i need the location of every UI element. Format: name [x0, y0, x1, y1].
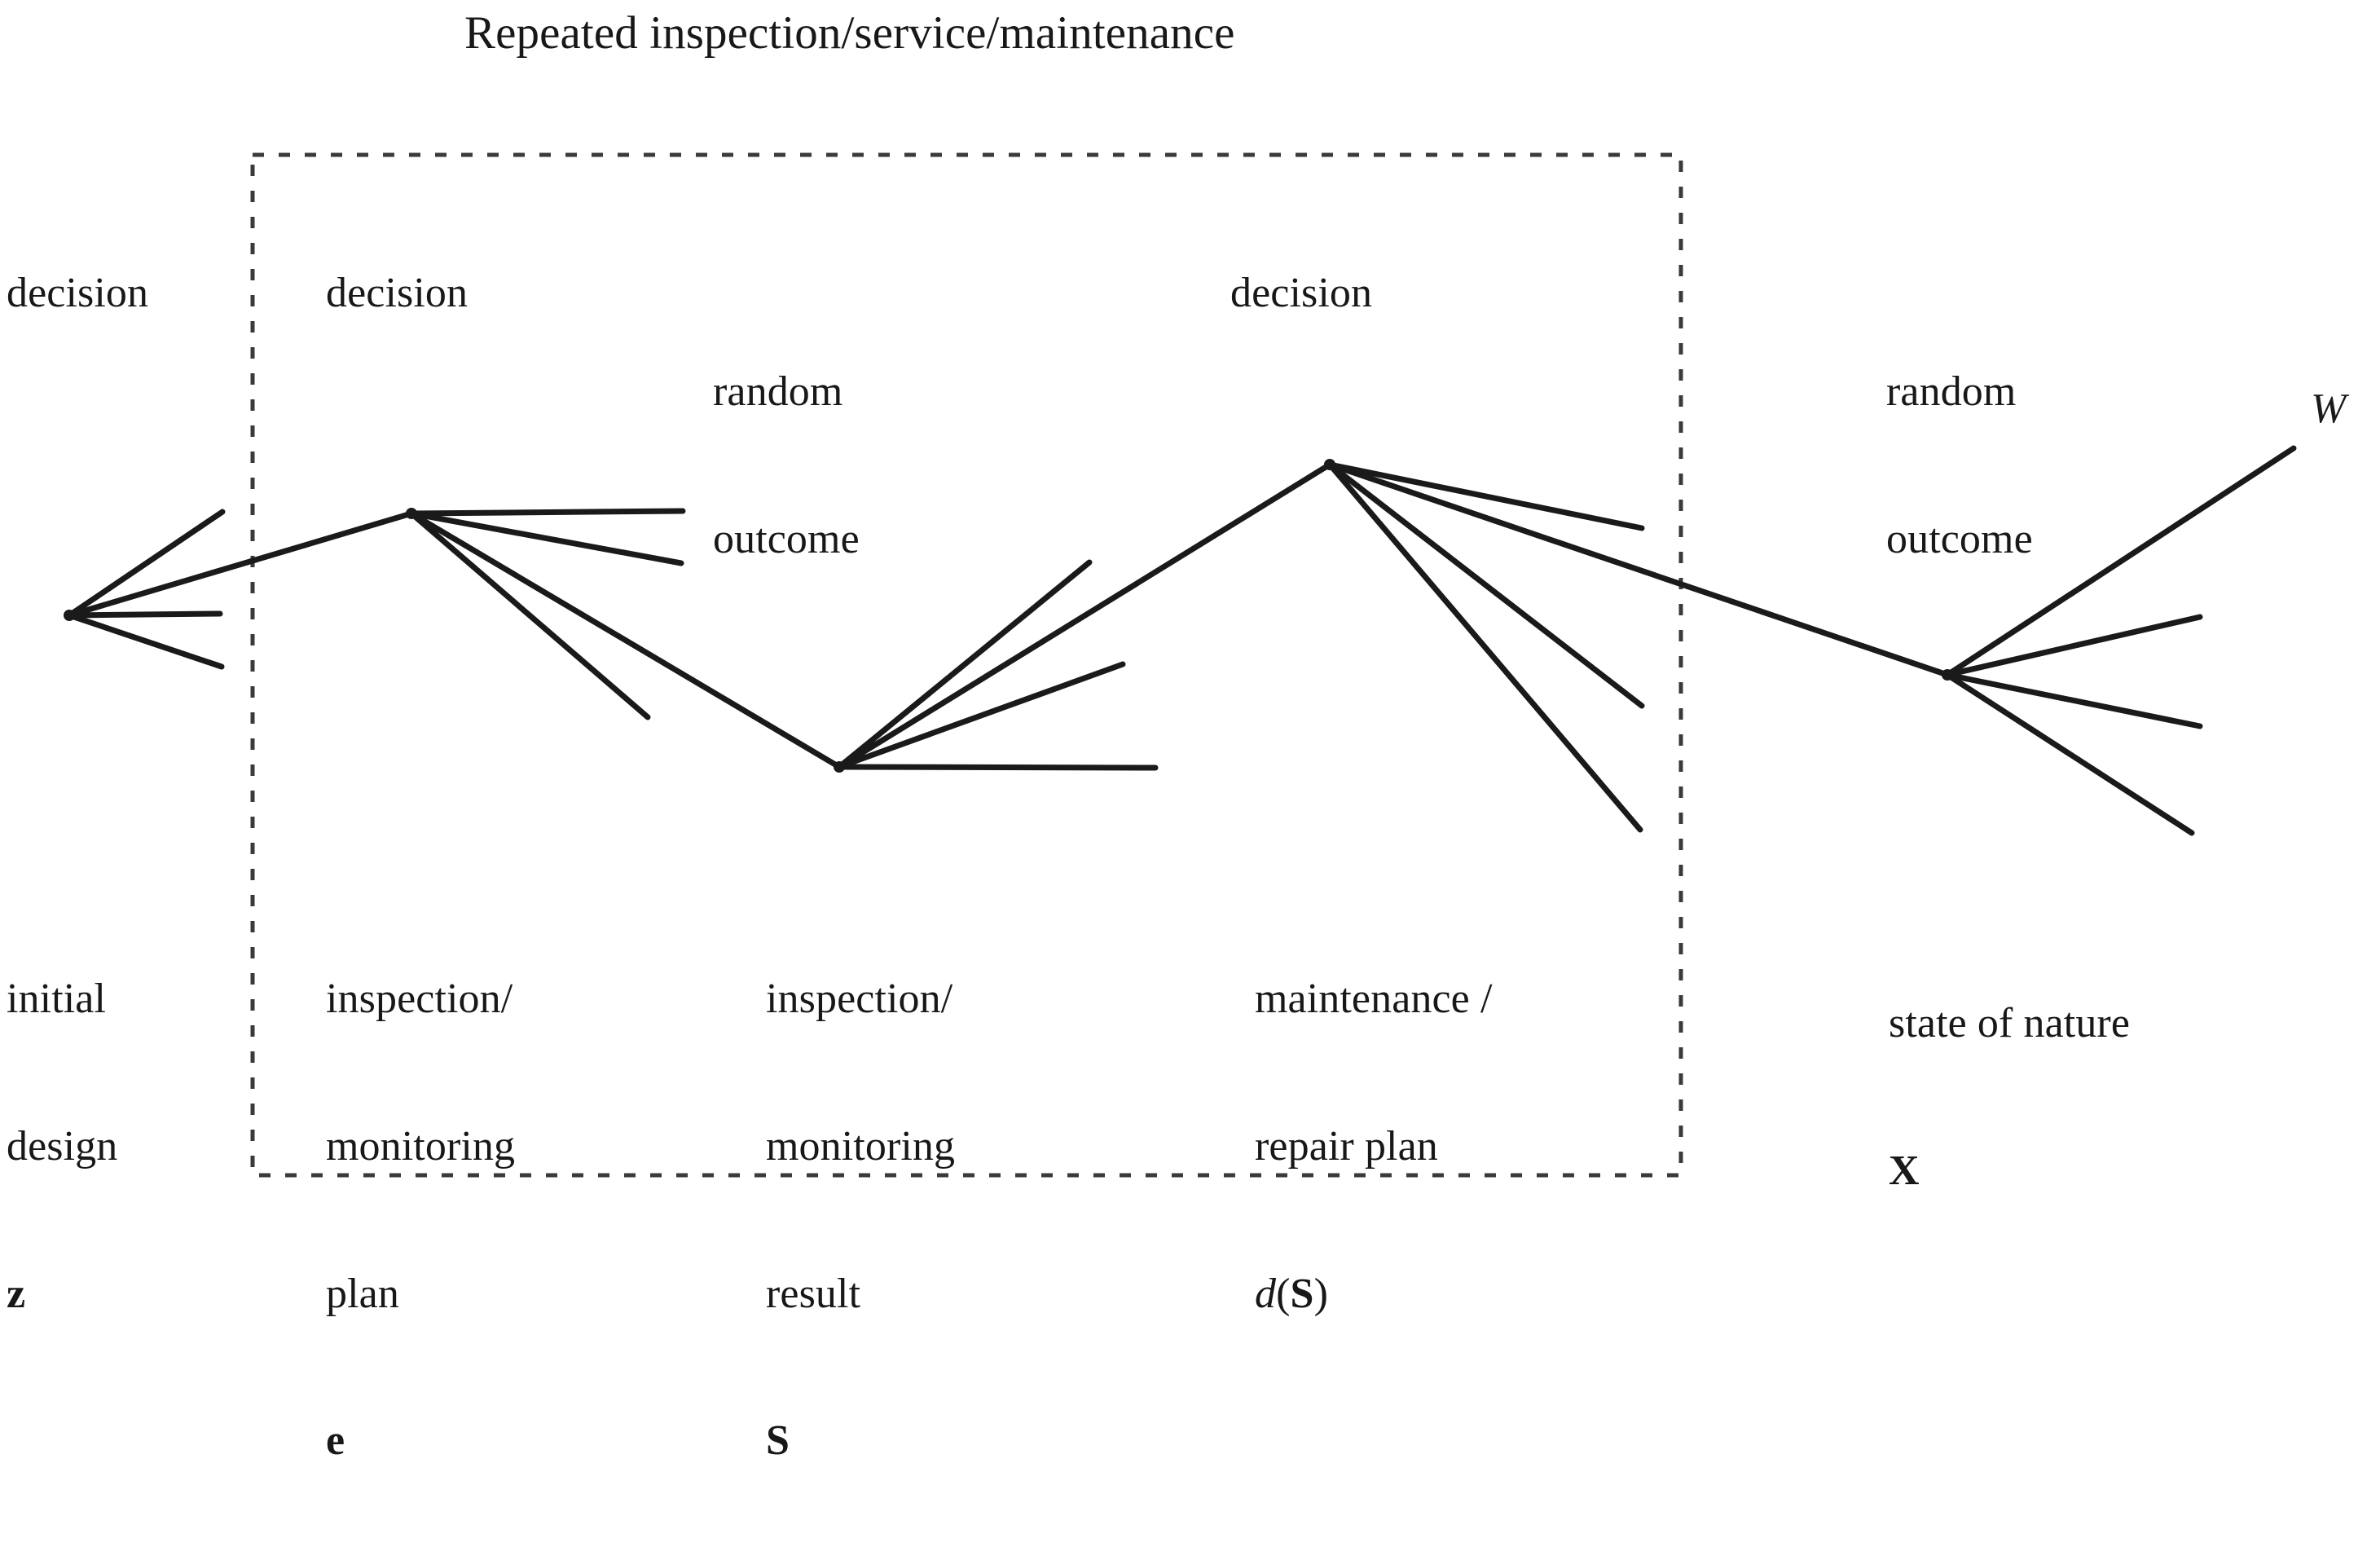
desc-line: design [7, 1122, 118, 1170]
desc-line: state of nature [1889, 999, 2131, 1046]
decision-tree-figure: Repeated inspection/service/maintenance … [7, 7, 2347, 1464]
desc-line: inspection/ [766, 975, 953, 1022]
tree-branch [408, 510, 842, 770]
symbol-X: X [1889, 1147, 1920, 1194]
tree-branches [66, 445, 2297, 836]
symbol-d: d [1255, 1270, 1277, 1317]
stage-desc-inspection-plan: inspection/ monitoring plan e [326, 876, 515, 1564]
tree-node-n5 [1942, 669, 1953, 681]
stage-desc-state-of-nature: state of nature X [1889, 901, 2130, 1294]
symbol-S-arg: S [1290, 1270, 1314, 1317]
symbol-z: z [7, 1270, 26, 1317]
tree-branch [836, 559, 1093, 770]
symbol-W: W [2311, 385, 2347, 432]
tree-branch [1944, 672, 2195, 836]
symbol-e: e [326, 1417, 345, 1465]
stage-kind-line-2: outcome [713, 515, 860, 562]
tree-branch [1326, 461, 1645, 709]
tree-branch [1944, 614, 2203, 678]
tree-nodes [64, 459, 1953, 773]
tree-branch [408, 510, 651, 720]
tree-branch [1944, 445, 2297, 678]
desc-line: repair plan [1255, 1122, 1438, 1170]
stage-kind-inspection-result: random outcome [713, 269, 860, 663]
tree-node-n3 [834, 761, 845, 773]
tree-branch [66, 509, 226, 619]
desc-line: initial [7, 975, 107, 1022]
tree-branch [1326, 461, 1951, 678]
tree-branch [836, 764, 1159, 771]
desc-line: maintenance / [1255, 975, 1493, 1022]
tree-branch [1326, 461, 1645, 531]
stage-desc-maintenance-plan: maintenance / repair plan d(S) [1255, 876, 1493, 1416]
tree-node-n2 [406, 508, 417, 519]
figure-title: Repeated inspection/service/maintenance [464, 7, 1235, 59]
stage-kind-initial-design: decision [7, 270, 149, 316]
tree-branch [836, 661, 1126, 770]
tree-branch [1326, 461, 1643, 833]
stage-desc-initial-design: initial design z [7, 876, 117, 1416]
stage-kind-line-1: random [1886, 368, 2017, 415]
desc-line: plan [326, 1270, 399, 1317]
tree-branch [408, 508, 686, 517]
tree-branch [66, 612, 225, 670]
stage-desc-inspection-result: inspection/ monitoring result S [766, 876, 955, 1564]
tree-branch [66, 510, 415, 619]
paren-close: ) [1313, 1270, 1328, 1317]
stage-kind-line-2: outcome [1886, 515, 2033, 562]
tree-node-n1 [64, 610, 75, 621]
symbol-d-of-S: d(S) [1255, 1270, 1493, 1319]
desc-line: result [766, 1270, 861, 1317]
tree-branch [1944, 672, 2203, 729]
stage-kind-maintenance-plan: decision [1230, 270, 1373, 316]
tree-branch [408, 510, 684, 566]
stage-kind-inspection-plan: decision [326, 270, 469, 316]
stage-kind-state-of-nature: random outcome [1886, 269, 2033, 663]
tree-branch [836, 461, 1333, 770]
desc-line: monitoring [766, 1122, 956, 1170]
paren-open: ( [1276, 1270, 1291, 1317]
tree-node-n4 [1324, 459, 1335, 470]
tree-branch [66, 610, 223, 619]
stage-kind-line-1: random [713, 368, 843, 415]
symbol-S: S [766, 1417, 790, 1465]
repeated-cycle-dashed-box [250, 152, 1683, 1178]
tree-graphics [64, 152, 2297, 1178]
desc-line: monitoring [326, 1122, 516, 1170]
desc-line: inspection/ [326, 975, 513, 1022]
